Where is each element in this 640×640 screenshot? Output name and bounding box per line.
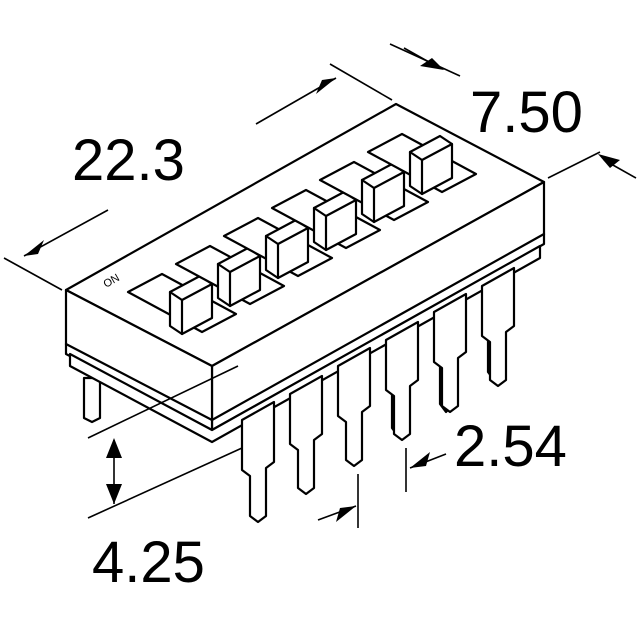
lead-length-dimension: 4.25 bbox=[87, 365, 243, 595]
switch-1 bbox=[126, 272, 238, 336]
switch-6 bbox=[366, 132, 478, 196]
width-dimension: 7.50 bbox=[389, 43, 637, 179]
switch-3 bbox=[222, 216, 334, 280]
lead-length-value: 4.25 bbox=[92, 530, 205, 595]
length-value: 22.3 bbox=[72, 128, 185, 193]
length-dimension: 22.3 bbox=[3, 63, 393, 291]
switch-4 bbox=[270, 188, 382, 252]
width-value: 7.50 bbox=[470, 80, 583, 145]
pitch-dimension: 2.54 bbox=[317, 414, 567, 528]
front-pin-row bbox=[240, 266, 516, 524]
pitch-value: 2.54 bbox=[454, 414, 567, 479]
switch-2 bbox=[174, 244, 286, 308]
switch-array bbox=[126, 132, 478, 336]
